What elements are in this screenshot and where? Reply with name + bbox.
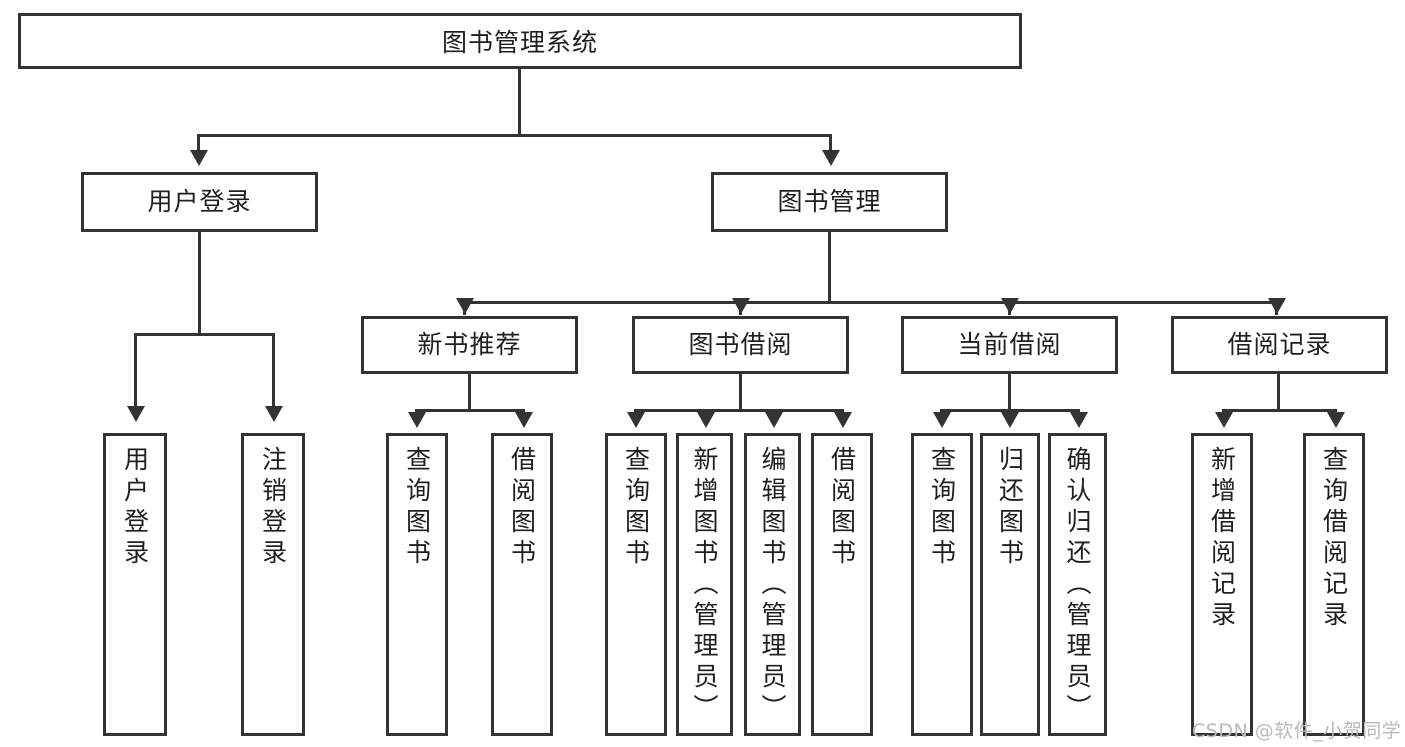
- connector-new-book-recommend-stem: [468, 374, 471, 412]
- arrowhead-new-book-recommend-to-leaf-2: [515, 412, 533, 428]
- arrowhead-book-borrow-to-leaf-1: [627, 412, 645, 428]
- node-label: 新书推荐: [417, 330, 522, 360]
- arrowhead-current-borrow-to-leaf-3: [1070, 412, 1088, 428]
- arrowhead-current-borrow-to-leaf-2: [1001, 412, 1019, 428]
- arrowhead-user-login-to-leaf-2: [265, 406, 283, 422]
- node-leaf-query-book-2[interactable]: 查询图书: [605, 433, 667, 736]
- arrowhead-to-borrow-record: [1268, 298, 1286, 314]
- arrowhead-to-book-borrow: [732, 298, 750, 314]
- watermark-text: CSDN @软件_小贺同学: [1192, 720, 1402, 742]
- node-current-borrow[interactable]: 当前借阅: [901, 316, 1118, 374]
- node-label: 查询图书: [402, 446, 432, 570]
- node-leaf-query-book-3[interactable]: 查询图书: [911, 433, 973, 736]
- connector-book-borrow-bus: [634, 409, 844, 412]
- node-leaf-add-book[interactable]: 新增图书（管理员）: [676, 433, 733, 736]
- node-book-management[interactable]: 图书管理: [711, 172, 948, 232]
- node-leaf-edit-book[interactable]: 编辑图书（管理员）: [744, 433, 801, 736]
- arrowhead-root-to-user-login: [190, 150, 208, 166]
- arrowhead-book-borrow-to-leaf-3: [765, 412, 783, 428]
- node-leaf-user-login[interactable]: 用户登录: [103, 433, 167, 736]
- node-label: 查询图书: [621, 446, 651, 570]
- node-label: 当前借阅: [957, 330, 1062, 360]
- connector-user-login-stem: [198, 232, 201, 336]
- arrowhead-borrow-record-to-leaf-2: [1327, 412, 1345, 428]
- node-label: 编辑图书（管理员）: [758, 446, 787, 725]
- connector-user-login-to-leaf-2: [272, 333, 275, 409]
- connector-book-borrow-stem: [739, 374, 742, 412]
- node-borrow-record[interactable]: 借阅记录: [1171, 316, 1388, 374]
- arrowhead-to-new-book-recommend: [456, 298, 474, 314]
- connector-borrow-record-stem: [1277, 374, 1280, 412]
- connector-root-bus: [197, 134, 832, 137]
- connector-current-borrow-stem: [1008, 374, 1011, 412]
- arrowhead-book-borrow-to-leaf-4: [834, 412, 852, 428]
- node-leaf-confirm-return[interactable]: 确认归还（管理员）: [1048, 433, 1107, 736]
- node-label: 图书借阅: [688, 330, 793, 360]
- node-label: 查询图书: [927, 446, 957, 570]
- node-leaf-return-book[interactable]: 归还图书: [980, 433, 1040, 736]
- node-leaf-borrow-book-2[interactable]: 借阅图书: [811, 433, 873, 736]
- connector-user-login-to-leaf-1: [134, 333, 137, 409]
- node-label: 确认归还（管理员）: [1063, 446, 1092, 725]
- node-label: 借阅图书: [827, 446, 857, 570]
- node-label: 注销登录: [258, 446, 288, 570]
- connector-level3-bus: [463, 301, 1275, 304]
- node-root-system[interactable]: 图书管理系统: [18, 13, 1022, 69]
- arrowhead-current-borrow-to-leaf-1: [933, 412, 951, 428]
- node-user-login[interactable]: 用户登录: [81, 172, 318, 232]
- node-book-borrow[interactable]: 图书借阅: [632, 316, 849, 374]
- node-leaf-borrow-book-1[interactable]: 借阅图书: [491, 433, 553, 736]
- node-leaf-query-book-1[interactable]: 查询图书: [386, 433, 448, 736]
- node-label: 用户登录: [120, 446, 150, 570]
- arrowhead-book-borrow-to-leaf-2: [697, 412, 715, 428]
- connector-root-to-user-login: [197, 134, 200, 152]
- node-leaf-logout-login[interactable]: 注销登录: [241, 433, 305, 736]
- arrowhead-new-book-recommend-to-leaf-1: [408, 412, 426, 428]
- node-label: 新增借阅记录: [1207, 446, 1237, 632]
- arrowhead-root-to-book-management: [822, 150, 840, 166]
- connector-root-stem: [518, 69, 521, 136]
- arrowhead-user-login-to-leaf-1: [127, 406, 145, 422]
- connector-root-to-book-management: [829, 134, 832, 152]
- connector-new-book-recommend-bus: [415, 409, 525, 412]
- node-label: 借阅记录: [1227, 330, 1332, 360]
- node-label: 查询借阅记录: [1319, 446, 1349, 632]
- node-leaf-add-record[interactable]: 新增借阅记录: [1191, 433, 1253, 736]
- node-label: 归还图书: [995, 446, 1025, 570]
- node-new-book-recommend[interactable]: 新书推荐: [361, 316, 578, 374]
- arrowhead-to-current-borrow: [1001, 298, 1019, 314]
- arrowhead-borrow-record-to-leaf-1: [1215, 412, 1233, 428]
- node-leaf-query-record[interactable]: 查询借阅记录: [1303, 433, 1365, 736]
- node-label: 新增图书（管理员）: [690, 446, 719, 725]
- connector-borrow-record-bus: [1222, 409, 1337, 412]
- node-label: 图书管理: [777, 187, 882, 217]
- connector-book-management-stem: [828, 232, 831, 304]
- connector-user-login-bus: [134, 333, 275, 336]
- node-label: 借阅图书: [507, 446, 537, 570]
- node-label: 图书管理系统: [441, 28, 598, 57]
- node-label: 用户登录: [147, 187, 252, 217]
